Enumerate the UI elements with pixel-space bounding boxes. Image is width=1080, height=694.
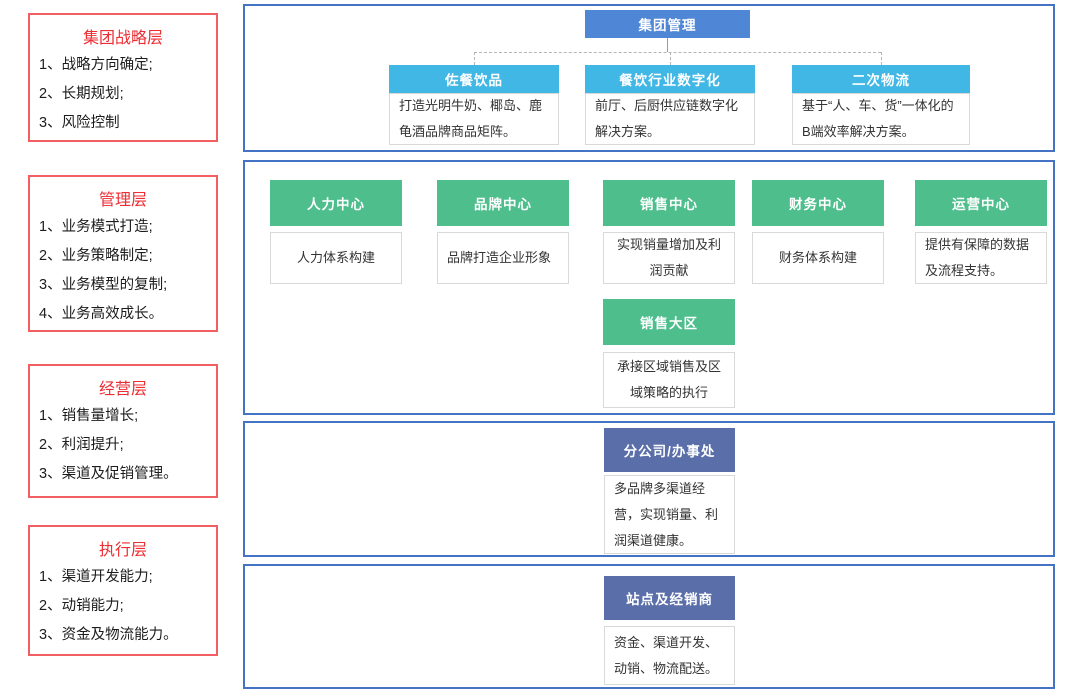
container-branch-level: 分公司/办事处 多品牌多渠道经营，实现销量、利润渠道健康。 bbox=[243, 421, 1055, 557]
org-node-finance-center: 财务中心 bbox=[752, 180, 884, 226]
panel-item: 2、利润提升; bbox=[39, 437, 124, 453]
connector-line bbox=[474, 52, 475, 65]
connector-line bbox=[881, 52, 882, 65]
panel-group-strategy-layer: 集团战略层 1、战略方向确定; 2、长期规划; 3、风险控制 bbox=[28, 13, 218, 142]
panel-item: 1、战略方向确定; bbox=[39, 57, 153, 73]
panel-title: 集团战略层 bbox=[82, 30, 163, 47]
container-center-level: 人力中心 人力体系构建 品牌中心 品牌打造企业形象 销售中心 实现销量增加及利润… bbox=[243, 160, 1055, 415]
org-node-hr-center: 人力中心 bbox=[270, 180, 402, 226]
org-node-brand-center-desc: 品牌打造企业形象 bbox=[437, 232, 569, 284]
org-node-catering-digitalization-desc: 前厅、后厨供应链数字化解决方案。 bbox=[585, 93, 755, 145]
org-node-catering-digitalization: 餐饮行业数字化 bbox=[585, 65, 755, 93]
panel-item: 4、业务高效成长。 bbox=[39, 306, 164, 322]
container-group-level: 集团管理 佐餐饮品 打造光明牛奶、椰岛、鹿龟酒品牌商品矩阵。 餐饮行业数字化 前… bbox=[243, 4, 1055, 152]
panel-item: 2、动销能力; bbox=[39, 598, 124, 614]
panel-item: 3、渠道及促销管理。 bbox=[39, 466, 178, 482]
panel-execution-layer: 执行层 1、渠道开发能力; 2、动销能力; 3、资金及物流能力。 bbox=[28, 525, 218, 656]
connector-line bbox=[667, 38, 668, 52]
org-node-operation-center-desc: 提供有保障的数据及流程支持。 bbox=[915, 232, 1047, 284]
panel-item: 1、渠道开发能力; bbox=[39, 569, 153, 585]
panel-title: 经营层 bbox=[98, 381, 147, 398]
panel-operation-layer: 经营层 1、销售量增长; 2、利润提升; 3、渠道及促销管理。 bbox=[28, 364, 218, 498]
panel-item: 2、长期规划; bbox=[39, 86, 124, 102]
org-node-sales-center: 销售中心 bbox=[603, 180, 735, 226]
org-node-group-management: 集团管理 bbox=[585, 10, 750, 38]
org-node-branch-office-desc: 多品牌多渠道经营，实现销量、利润渠道健康。 bbox=[604, 475, 735, 554]
panel-item: 3、风险控制 bbox=[39, 115, 120, 131]
connector-line bbox=[474, 52, 881, 53]
org-node-site-dealer-desc: 资金、渠道开发、动销、物流配送。 bbox=[604, 626, 735, 685]
org-node-site-dealer: 站点及经销商 bbox=[604, 576, 735, 620]
panel-item: 3、业务模型的复制; bbox=[39, 277, 168, 293]
org-node-sales-center-desc: 实现销量增加及利润贡献 bbox=[603, 232, 735, 284]
org-node-operation-center: 运营中心 bbox=[915, 180, 1047, 226]
org-node-hr-center-desc: 人力体系构建 bbox=[270, 232, 402, 284]
org-node-sales-region-desc: 承接区域销售及区域策略的执行 bbox=[603, 352, 735, 408]
org-node-branch-office: 分公司/办事处 bbox=[604, 428, 735, 472]
panel-item: 1、销售量增长; bbox=[39, 408, 139, 424]
panel-item: 1、业务模式打造; bbox=[39, 219, 153, 235]
org-node-finance-center-desc: 财务体系构建 bbox=[752, 232, 884, 284]
panel-item: 2、业务策略制定; bbox=[39, 248, 153, 264]
panel-title: 管理层 bbox=[98, 192, 147, 209]
org-node-table-beverage: 佐餐饮品 bbox=[389, 65, 559, 93]
connector-line bbox=[670, 52, 671, 65]
org-node-secondary-logistics-desc: 基于“人、车、货”一体化的B端效率解决方案。 bbox=[792, 93, 970, 145]
org-node-secondary-logistics: 二次物流 bbox=[792, 65, 970, 93]
org-node-sales-region: 销售大区 bbox=[603, 299, 735, 345]
org-node-brand-center: 品牌中心 bbox=[437, 180, 569, 226]
org-node-table-beverage-desc: 打造光明牛奶、椰岛、鹿龟酒品牌商品矩阵。 bbox=[389, 93, 559, 145]
container-dealer-level: 站点及经销商 资金、渠道开发、动销、物流配送。 bbox=[243, 564, 1055, 689]
panel-management-layer: 管理层 1、业务模式打造; 2、业务策略制定; 3、业务模型的复制; 4、业务高… bbox=[28, 175, 218, 332]
panel-item: 3、资金及物流能力。 bbox=[39, 627, 178, 643]
panel-title: 执行层 bbox=[98, 542, 147, 559]
